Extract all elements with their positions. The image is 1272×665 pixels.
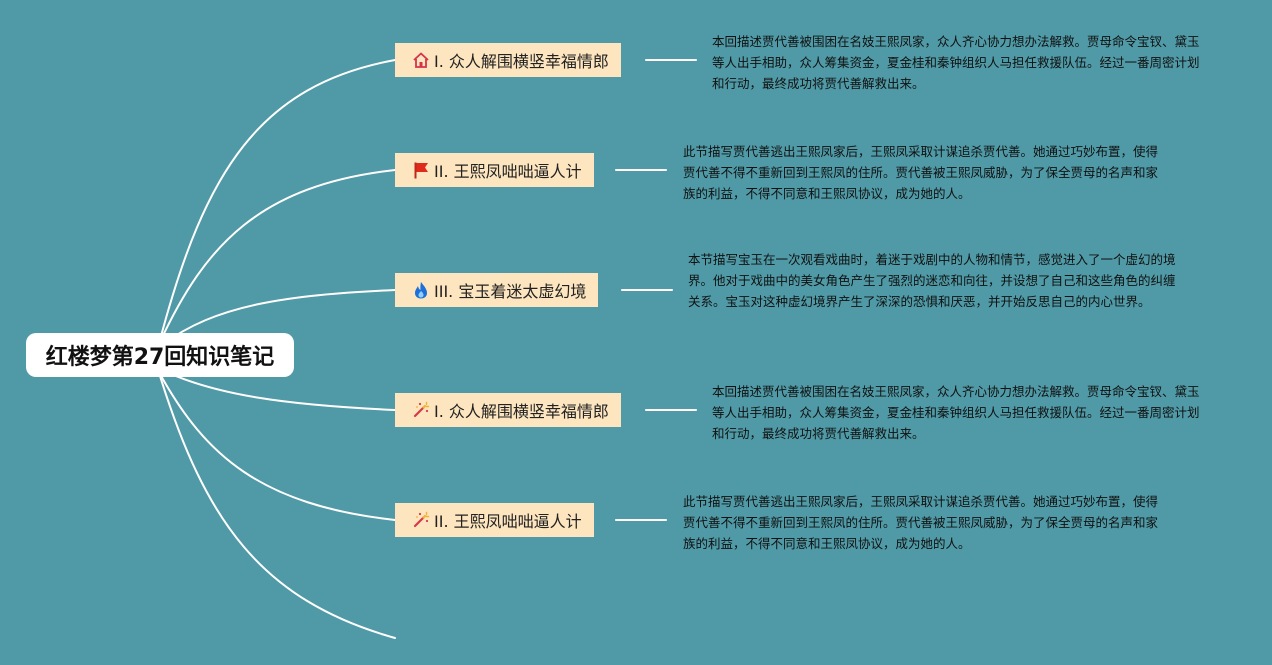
- branch-connector-2: [159, 169, 396, 343]
- home-icon: [411, 50, 431, 70]
- magic-wand-icon: [411, 510, 431, 530]
- topic-note-2: 此节描写贾代善逃出王熙凤家后，王熙凤采取计谋追杀贾代善。她通过巧妙布置，使得贾代…: [683, 144, 1159, 201]
- branch-connector-6: [159, 375, 396, 639]
- branch-connector-5: [159, 373, 396, 521]
- topic-node-3[interactable]: III. 宝玉着迷太虚幻境: [395, 273, 599, 307]
- red-flag-icon: [411, 160, 431, 180]
- topic-note-5: 此节描写贾代善逃出王熙凤家后，王熙凤采取计谋追杀贾代善。她通过巧妙布置，使得贾代…: [683, 494, 1159, 551]
- topic-node-2[interactable]: II. 王熙凤咄咄逼人计: [395, 153, 594, 187]
- branch-connector-1: [159, 59, 396, 341]
- root-topic[interactable]: 红楼梦第27回知识笔记: [26, 333, 294, 377]
- topic-node-5[interactable]: II. 王熙凤咄咄逼人计: [395, 503, 594, 537]
- topic-label: II. 王熙凤咄咄逼人计: [434, 512, 582, 531]
- topic-label: I. 众人解围横竖幸福情郎: [434, 52, 609, 71]
- magic-wand-icon: [411, 400, 431, 420]
- fire-icon: [411, 280, 431, 300]
- topic-note-1: 本回描述贾代善被围困在名妓王熙凤家，众人齐心协力想办法解救。贾母命令宝钗、黛玉等…: [712, 34, 1200, 91]
- branch-connector-3: [161, 289, 396, 346]
- topic-node-4[interactable]: I. 众人解围横竖幸福情郎: [395, 393, 621, 427]
- topic-note-4: 本回描述贾代善被围困在名妓王熙凤家，众人齐心协力想办法解救。贾母命令宝钗、黛玉等…: [712, 384, 1200, 441]
- topic-note-3: 本节描写宝玉在一次观看戏曲时，着迷于戏剧中的人物和情节，感觉进入了一个虚幻的境界…: [688, 252, 1176, 309]
- topic-label: III. 宝玉着迷太虚幻境: [434, 282, 587, 301]
- root-title: 红楼梦第27回知识笔记: [45, 345, 275, 370]
- topic-node-1[interactable]: I. 众人解围横竖幸福情郎: [395, 43, 621, 77]
- topic-label: I. 众人解围横竖幸福情郎: [434, 402, 609, 421]
- branch-connector-4: [161, 369, 396, 411]
- topic-label: II. 王熙凤咄咄逼人计: [434, 162, 582, 181]
